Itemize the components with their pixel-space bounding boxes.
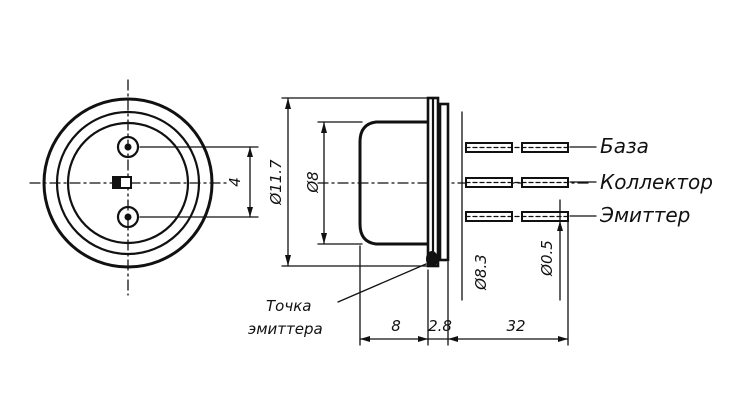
label-emitter: Эмиттер xyxy=(599,203,690,227)
side-view-can-body xyxy=(358,120,436,246)
emitter-point-leader xyxy=(337,263,427,303)
label-emitter-point-line1: Точка xyxy=(266,297,311,315)
front-view-pin-top xyxy=(116,135,140,159)
pin-spacing-arrow-top xyxy=(247,147,253,157)
dia-117-label: Ø11.7 xyxy=(267,159,285,206)
length-flange-label: 2.8 xyxy=(428,317,452,335)
dia-05-label: Ø0.5 xyxy=(538,240,556,277)
front-view-pin-bottom xyxy=(116,205,140,229)
emitter-point-dot xyxy=(426,251,438,267)
lead-base xyxy=(465,142,569,153)
label-collector: Коллектор xyxy=(600,170,713,194)
side-view: Ø11.7 Ø8 Ø8.3 Ø0.5 8 2.8 32 xyxy=(267,96,597,346)
front-view: 4 xyxy=(29,79,259,296)
length-body-label: 8 xyxy=(391,317,401,335)
length-leads-label: 32 xyxy=(506,317,525,335)
front-view-pin-top-core xyxy=(124,143,132,151)
lead-collector xyxy=(465,177,569,188)
pin-spacing-arrow-bottom xyxy=(247,207,253,217)
dia-8-label: Ø8 xyxy=(304,171,322,193)
label-emitter-point-line2: эмиттера xyxy=(248,320,323,338)
pin-spacing-label: 4 xyxy=(226,177,244,187)
dia-83-label: Ø8.3 xyxy=(472,254,490,291)
label-base: База xyxy=(600,134,649,158)
side-view-base-plate xyxy=(438,102,450,262)
front-view-pin-bottom-core xyxy=(124,213,132,221)
front-view-collector-tab-fill xyxy=(113,177,121,188)
lead-emitter xyxy=(465,211,569,222)
